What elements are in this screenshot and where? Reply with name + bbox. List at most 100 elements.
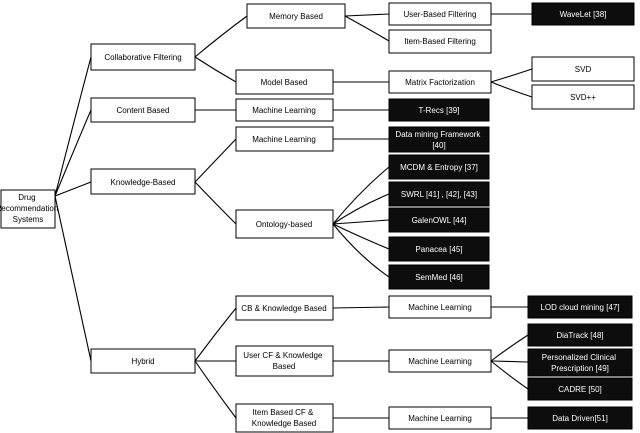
root-line-1: Drug: [18, 193, 35, 202]
edge-ontology-semmed: [332, 223, 390, 278]
svg-text:User CF & Knowledge Base: User CF & Knowledge Based: [243, 351, 324, 371]
node-content-machine-learning: Machine Learning: [235, 98, 334, 122]
collaborative-filtering-label: Collaborative Filtering: [104, 53, 181, 62]
node-root: Drug Recommendation Systems: [0, 189, 60, 229]
itemcf-knowledge-line-1: Item Based CF &: [252, 408, 314, 417]
svdpp-label: SVD++: [570, 93, 596, 102]
lod-cloud-mining-label: LOD cloud mining [47]: [540, 303, 619, 312]
hybrid-label: Hybrid: [131, 357, 154, 366]
data-driven-label: Data Driven[51]: [552, 414, 608, 423]
node-personalized-clinical-prescription: Personalized Clinical Prescription [49]: [527, 348, 633, 377]
node-knowledge-based: Knowledge-Based: [90, 168, 196, 195]
node-data-driven: Data Driven[51]: [527, 406, 633, 430]
hybrid-machine-learning-2-label: Machine Learning: [408, 357, 472, 366]
node-content-based: Content Based: [90, 97, 196, 123]
svg-text:Item Based CF & Knowledg: Item Based CF & Knowledge Based: [252, 408, 317, 428]
knowledge-based-label: Knowledge-Based: [111, 178, 176, 187]
svg-text:Personalized Clinical Pr: Personalized Clinical Prescription [49]: [542, 353, 619, 373]
node-ontology-based: Ontology-based: [235, 209, 334, 239]
edge-hybridml2-personalized: [490, 360, 529, 363]
node-wavelet: WaveLet [38]: [531, 2, 635, 26]
swrl-label: SWRL [41] , [42], [43]: [401, 190, 477, 199]
wavelet-label: WaveLet [38]: [560, 10, 607, 19]
t-recs-label: T-Recs [39]: [419, 106, 460, 115]
edge-hybridml2-cadre: [490, 360, 529, 390]
node-collaborative-filtering: Collaborative Filtering: [90, 43, 196, 71]
usercf-knowledge-line-1: User CF & Knowledge: [243, 351, 323, 360]
svg-text:Drug Recommendation: Drug Recommendation Systems: [0, 193, 60, 224]
hybrid-machine-learning-3-label: Machine Learning: [408, 414, 472, 423]
node-cb-knowledge-based: CB & Knowledge Based: [235, 295, 334, 321]
edge-collaborative-memory: [194, 15, 248, 58]
edge-matrix-svdpp: [490, 81, 533, 98]
semmed-label: SemMed [46]: [415, 273, 463, 282]
edge-root-knowledge: [54, 181, 92, 197]
data-mining-line-2: [40]: [432, 141, 445, 150]
edge-ontology-panacea: [332, 223, 390, 250]
node-cadre: CADRE [50]: [527, 377, 633, 401]
matrix-factorization-label: Matrix Factorization: [405, 78, 475, 87]
edge-collaborative-model: [194, 56, 237, 83]
edge-ontology-galenowl: [332, 219, 390, 225]
usercf-knowledge-line-2: Based: [273, 362, 296, 371]
node-diatrack: DiaTrack [48]: [527, 323, 633, 347]
svg-text:Data mining Framework [4: Data mining Framework [40]: [395, 130, 482, 150]
edge-ontology-mcdm: [332, 166, 390, 225]
node-knowledge-machine-learning: Machine Learning: [235, 126, 334, 152]
node-swrl: SWRL [41] , [42], [43]: [388, 181, 490, 207]
edge-root-hybrid: [54, 195, 92, 362]
node-memory-based: Memory Based: [246, 3, 346, 29]
personalized-line-1: Personalized Clinical: [542, 353, 616, 362]
personalized-line-2: Prescription [49]: [551, 364, 609, 373]
root-line-2: Recommendation: [0, 204, 58, 213]
content-machine-learning-label: Machine Learning: [252, 106, 316, 115]
node-svdpp: SVD++: [531, 84, 635, 110]
itemcf-knowledge-line-2: Knowledge Based: [252, 419, 317, 428]
diatrack-label: DiaTrack [48]: [556, 331, 603, 340]
edge-memory-itembased: [344, 15, 390, 42]
galenowl-label: GalenOWL [44]: [412, 216, 467, 225]
edge-knowledge-ml: [194, 138, 237, 183]
node-lod-cloud-mining: LOD cloud mining [47]: [527, 295, 633, 319]
node-item-based-filtering: Item-Based Filtering: [388, 29, 492, 54]
cb-knowledge-based-label: CB & Knowledge Based: [241, 304, 326, 313]
edge-cb-ml: [332, 306, 390, 309]
panacea-label: Panacea [45]: [415, 245, 462, 254]
model-based-label: Model Based: [261, 78, 308, 87]
connectors: [54, 13, 533, 419]
edge-knowledge-ontology: [194, 181, 237, 225]
node-hybrid-machine-learning-3: Machine Learning: [388, 406, 492, 430]
user-based-filtering-label: User-Based Filtering: [404, 10, 477, 19]
memory-based-label: Memory Based: [269, 12, 323, 21]
node-hybrid-machine-learning-2: Machine Learning: [388, 349, 492, 373]
node-mcdm-entropy: MCDM & Entropy [37]: [388, 154, 490, 180]
edge-root-content: [54, 109, 92, 197]
hybrid-machine-learning-1-label: Machine Learning: [408, 303, 472, 312]
edge-hybridml2-diatrack: [490, 334, 529, 362]
edge-hybrid-itemcf: [194, 360, 237, 419]
node-semmed: SemMed [46]: [388, 264, 490, 290]
node-user-based-filtering: User-Based Filtering: [388, 2, 492, 26]
edge-hybrid-cb: [194, 307, 237, 362]
cadre-label: CADRE [50]: [558, 385, 602, 394]
knowledge-machine-learning-label: Machine Learning: [252, 135, 316, 144]
edge-ontology-swrl: [332, 193, 390, 225]
root-line-3: Systems: [13, 215, 44, 224]
node-model-based: Model Based: [235, 69, 334, 95]
edge-memory-userbased: [344, 13, 390, 17]
node-galenowl: GalenOWL [44]: [388, 207, 490, 233]
node-svd: SVD: [531, 56, 635, 82]
node-panacea: Panacea [45]: [388, 236, 490, 262]
node-itemcf-knowledge-based: Item Based CF & Knowledge Based: [235, 403, 334, 433]
ontology-based-label: Ontology-based: [256, 220, 312, 229]
content-based-label: Content Based: [117, 106, 170, 115]
edge-root-collaborative: [54, 56, 92, 197]
data-mining-line-1: Data mining Framework: [395, 130, 481, 139]
mcdm-entropy-label: MCDM & Entropy [37]: [400, 163, 478, 172]
svd-label: SVD: [575, 65, 592, 74]
edge-matrix-svd: [490, 68, 533, 83]
node-hybrid-machine-learning-1: Machine Learning: [388, 295, 492, 319]
node-t-recs: T-Recs [39]: [388, 98, 490, 122]
node-usercf-knowledge-based: User CF & Knowledge Based: [235, 345, 334, 377]
